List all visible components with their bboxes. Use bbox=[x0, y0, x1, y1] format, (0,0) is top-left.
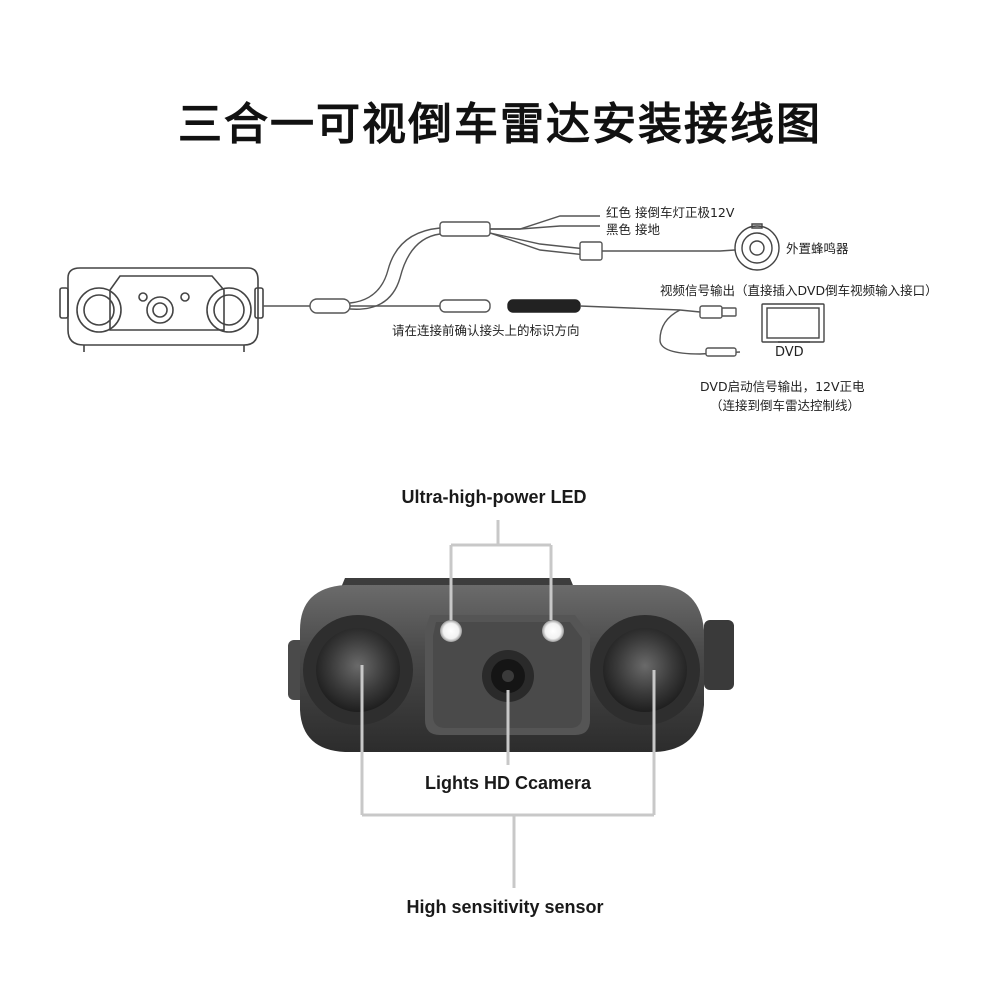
lights-camera-callout-label: Lights HD Ccamera bbox=[425, 773, 592, 793]
dvd-label: DVD bbox=[775, 345, 804, 360]
black-wire-label: 黑色 接地 bbox=[606, 222, 660, 237]
dvd-signal-label-line1: DVD启动信号输出，12V正电 bbox=[700, 379, 865, 394]
callout-lines bbox=[360, 520, 656, 888]
page-title: 三合一可视倒车雷达安装接线图 bbox=[178, 99, 822, 150]
dvd-monitor-icon bbox=[761, 303, 825, 343]
dvd-signal-label-line2: （连接到倒车雷达控制线） bbox=[710, 398, 860, 413]
buzzer-label: 外置蜂鸣器 bbox=[786, 241, 849, 256]
led-right-icon bbox=[542, 620, 564, 642]
camera-photo bbox=[288, 578, 734, 752]
led-callout-label: Ultra-high-power LED bbox=[402, 487, 587, 507]
camera-line-drawing bbox=[59, 267, 264, 352]
video-output-label: 视频信号输出（直接插入DVD倒车视频输入接口） bbox=[660, 283, 938, 298]
red-wire-label: 红色 接倒车灯正极12V bbox=[606, 205, 735, 220]
sensor-callout-label: High sensitivity sensor bbox=[406, 897, 603, 917]
buzzer-icon bbox=[734, 223, 780, 271]
wiring-harness bbox=[263, 215, 741, 357]
led-left-icon bbox=[440, 620, 462, 642]
connector-note-label: 请在连接前确认接头上的标识方向 bbox=[392, 323, 580, 338]
